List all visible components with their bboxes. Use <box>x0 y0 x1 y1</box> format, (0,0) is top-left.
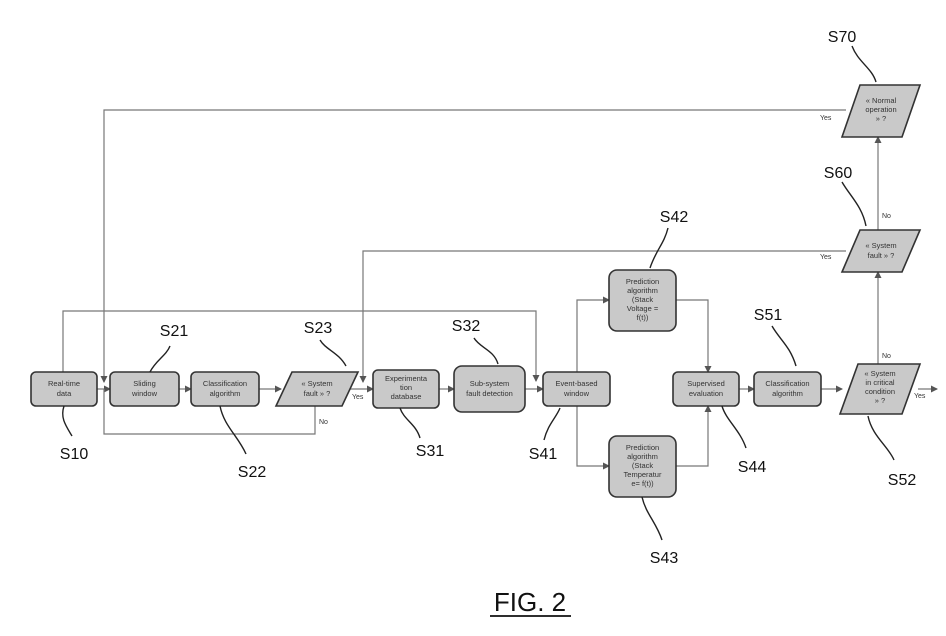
ref-s60: S60 <box>824 165 853 182</box>
box-s22: Classificationalgorithm <box>191 372 259 406</box>
ref-s22: S22 <box>238 464 267 481</box>
box-s42: Predictionalgorithm(StackVoltage =f(t)) <box>609 270 676 331</box>
box-s32-text: Sub-systemfault detection <box>466 379 513 398</box>
s23-yes-label: Yes <box>352 394 364 401</box>
decision-s70: « Normaloperation» ? <box>842 85 920 137</box>
leader-s23 <box>320 340 346 366</box>
leader-s41 <box>544 408 560 440</box>
s60-no-label: No <box>882 213 891 220</box>
ref-s51: S51 <box>754 307 783 324</box>
leader-s60 <box>842 182 866 226</box>
s52-no-label: No <box>882 353 891 360</box>
leader-s21 <box>150 346 170 372</box>
leader-s31 <box>400 408 420 438</box>
leader-s43 <box>642 497 662 540</box>
leader-s22 <box>220 406 246 454</box>
leader-s52 <box>868 416 894 460</box>
leader-s42 <box>650 228 668 268</box>
box-s41: Event-basedwindow <box>543 372 610 406</box>
arrow-s42-s44 <box>676 300 708 372</box>
leader-s10 <box>63 406 72 436</box>
ref-s21: S21 <box>160 323 189 340</box>
ref-s10: S10 <box>60 446 89 463</box>
decision-s23: « Systemfault » ? <box>276 372 358 406</box>
decision-s60: « Systemfault » ? <box>842 230 920 272</box>
leader-s51 <box>772 326 796 366</box>
s23-no-label: No <box>319 419 328 426</box>
box-s10: Real-timedata <box>31 372 97 406</box>
ref-s44: S44 <box>738 459 767 476</box>
ref-s43: S43 <box>650 550 679 567</box>
s52-yes-label: Yes <box>914 393 926 400</box>
box-s51: Classificationalgorithm <box>754 372 821 406</box>
box-s44-text: Supervisedevaluation <box>687 379 725 398</box>
ref-s23: S23 <box>304 320 333 337</box>
arrow-s41-s43 <box>577 406 609 466</box>
s60-yes-label: Yes <box>820 254 832 261</box>
arrow-s70-yes <box>104 110 846 382</box>
ref-s52: S52 <box>888 472 917 489</box>
s70-yes-label: Yes <box>820 115 832 122</box>
ref-s31: S31 <box>416 443 445 460</box>
box-s21-text: Slidingwindow <box>131 379 158 398</box>
leader-s32 <box>474 338 498 364</box>
box-s31: Experimentationdatabase <box>373 370 439 408</box>
box-s44: Supervisedevaluation <box>673 372 739 406</box>
reference-leaders <box>63 46 894 540</box>
decision-s60-text: « Systemfault » ? <box>865 241 896 260</box>
arrow-s43-s44 <box>676 406 708 466</box>
box-s21: Slidingwindow <box>110 372 179 406</box>
leader-s44 <box>722 406 746 448</box>
ref-s70: S70 <box>828 29 857 46</box>
decision-s52: « Systemin criticalcondition» ? <box>840 364 920 414</box>
box-s43: Predictionalgorithm(StackTemperature= f(… <box>609 436 676 497</box>
ref-s32: S32 <box>452 318 481 335</box>
decision-s23-text: « Systemfault » ? <box>301 379 332 398</box>
figure-title: FIG. 2 <box>494 587 566 617</box>
ref-s42: S42 <box>660 209 689 226</box>
ref-s41: S41 <box>529 446 558 463</box>
box-s32: Sub-systemfault detection <box>454 366 525 412</box>
leader-s70 <box>852 46 876 82</box>
arrow-s41-s42 <box>577 300 609 372</box>
